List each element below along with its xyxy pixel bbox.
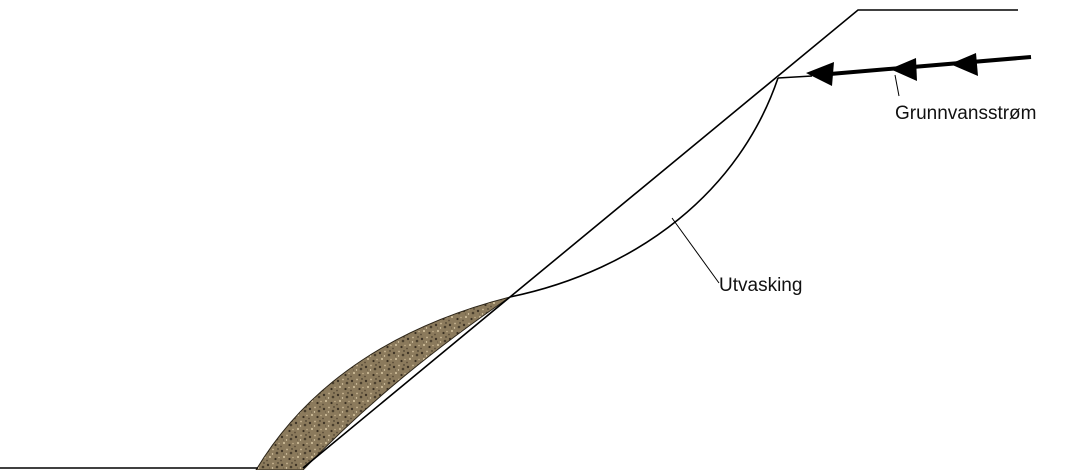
groundwater-flow-arrows bbox=[806, 53, 1031, 86]
groundwater-flow-label: Grunnvansstrøm bbox=[895, 103, 1036, 124]
ground-profile-line bbox=[0, 10, 1018, 468]
groundwater-level-line bbox=[778, 76, 812, 78]
groundwater-label-leader bbox=[895, 75, 899, 96]
arrow-head-icon bbox=[890, 58, 917, 81]
flow-arrow-shaft bbox=[830, 57, 1031, 74]
arrow-head-icon bbox=[950, 53, 978, 76]
arrow-head-icon bbox=[806, 62, 834, 86]
erosion-label: Utvasking bbox=[719, 275, 802, 296]
landslide-deposit bbox=[256, 297, 510, 470]
erosion-label-leader bbox=[672, 218, 719, 283]
